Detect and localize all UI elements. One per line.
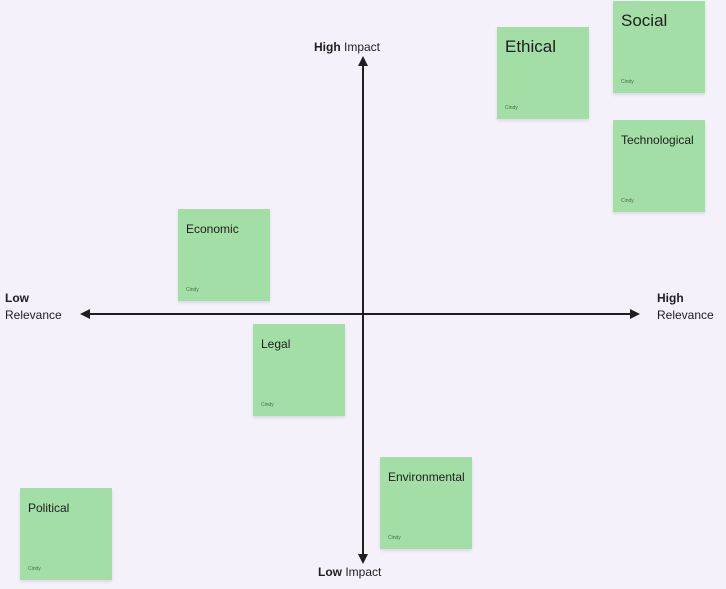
sticky-note-legal[interactable]: Legal Cindy — [253, 324, 345, 416]
axis-label-high-impact-bold: High — [314, 40, 341, 54]
axis-label-low-relevance-bold: Low — [5, 291, 29, 305]
sticky-note-ethical[interactable]: Ethical Cindy — [497, 27, 589, 119]
sticky-note-text: Technological — [621, 133, 694, 147]
sticky-note-author: Cindy — [186, 287, 199, 293]
axis-label-low-relevance: Low Relevance — [5, 290, 62, 324]
sticky-note-text: Economic — [186, 222, 239, 236]
sticky-note-author: Cindy — [261, 402, 274, 408]
sticky-note-text: Political — [28, 501, 70, 515]
axis-label-high-impact: High Impact — [314, 39, 380, 56]
sticky-note-author: Cindy — [621, 79, 634, 85]
sticky-note-author: Cindy — [621, 198, 634, 204]
sticky-note-author: Cindy — [388, 535, 401, 541]
sticky-note-text: Ethical — [505, 37, 557, 56]
sticky-note-political[interactable]: Political Cindy — [20, 488, 112, 580]
axis-label-low-impact: Low Impact — [318, 564, 381, 581]
sticky-note-author: Cindy — [28, 566, 41, 572]
sticky-note-text: Environmental — [388, 470, 465, 484]
axis-label-low-impact-bold: Low — [318, 565, 342, 579]
sticky-note-social[interactable]: Social Cindy — [613, 1, 705, 93]
axis-label-high-impact-text: Impact — [340, 40, 381, 54]
axis-label-high-relevance: High Relevance — [657, 290, 714, 324]
sticky-note-text: Legal — [261, 337, 291, 351]
axis-label-high-relevance-bold: High — [657, 291, 684, 305]
sticky-note-environmental[interactable]: Environmental Cindy — [380, 457, 472, 549]
sticky-note-text: Social — [621, 11, 668, 30]
sticky-note-author: Cindy — [505, 105, 518, 111]
axis-label-high-relevance-text: Relevance — [657, 308, 714, 322]
axis-label-low-impact-text: Impact — [342, 565, 382, 579]
sticky-note-economic[interactable]: Economic Cindy — [178, 209, 270, 301]
sticky-note-technological[interactable]: Technological Cindy — [613, 120, 705, 212]
axis-label-low-relevance-text: Relevance — [5, 308, 62, 322]
